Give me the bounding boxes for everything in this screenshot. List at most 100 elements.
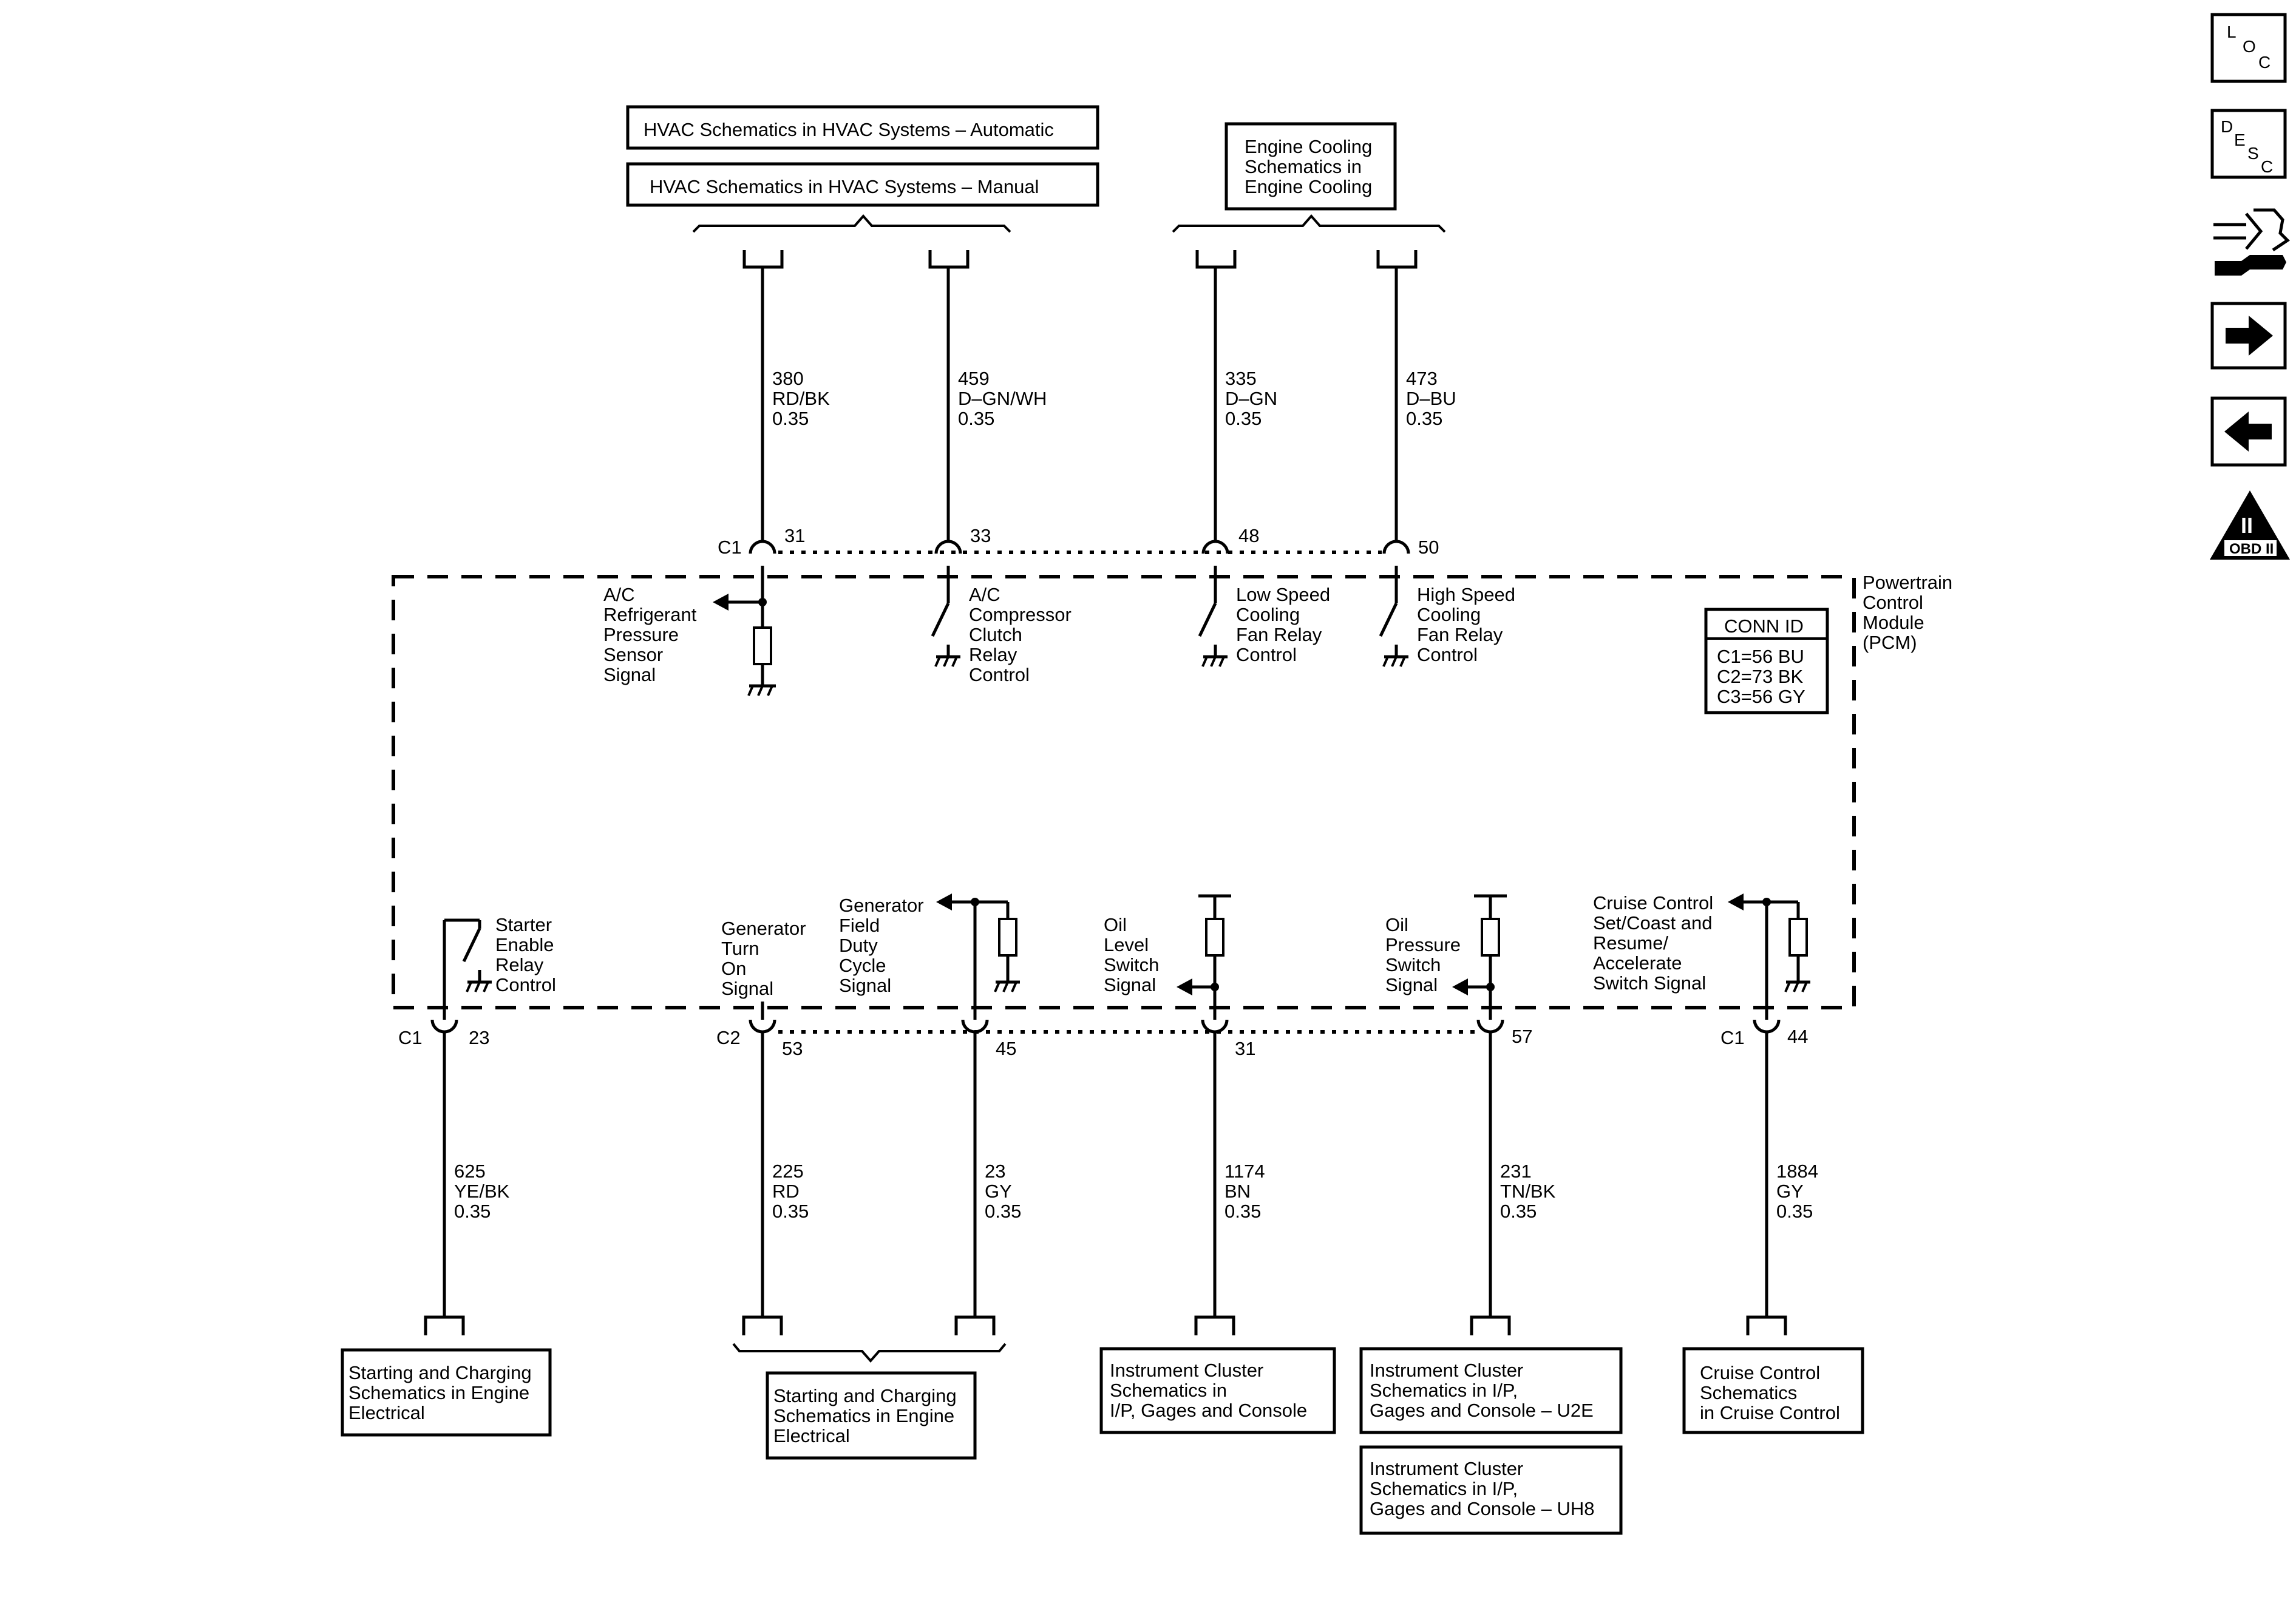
pin-label-50: 50 bbox=[1418, 537, 1439, 558]
terminal-c1-44 bbox=[1753, 1019, 1781, 1034]
wire-label-625: 625 YE/BK 0.35 bbox=[454, 1161, 510, 1222]
wire-label-23: 23 GY 0.35 bbox=[985, 1161, 1021, 1222]
svg-text:625: 625 bbox=[454, 1161, 486, 1182]
conn-id-c1: C1=56 BU bbox=[1717, 646, 1804, 667]
svg-text:1174: 1174 bbox=[1224, 1161, 1265, 1182]
svg-text:Cruise Control: Cruise Control bbox=[1593, 892, 1713, 914]
svg-text:Turn: Turn bbox=[721, 938, 759, 959]
label-low-speed-cooling-fan-relay-control: Low Speed Cooling Fan Relay Control bbox=[1236, 584, 1330, 665]
svg-text:E: E bbox=[2234, 131, 2246, 149]
label-oil-pressure-switch-signal: Oil Pressure Switch Signal bbox=[1385, 914, 1461, 995]
label-generator-field-duty-cycle-signal: Generator Field Duty Cycle Signal bbox=[839, 895, 924, 996]
ref-starting-charging-1[interactable]: Starting and Charging Schematics in Engi… bbox=[341, 1348, 552, 1437]
svg-text:Control: Control bbox=[1236, 644, 1297, 665]
svg-text:Relay: Relay bbox=[495, 954, 544, 975]
svg-text:Instrument Cluster: Instrument Cluster bbox=[1110, 1360, 1263, 1381]
ref-instrument-cluster-uh8[interactable]: Instrument Cluster Schematics in I/P, Ga… bbox=[1359, 1445, 1623, 1535]
svg-text:Cooling: Cooling bbox=[1417, 604, 1481, 625]
terminal-c2-53 bbox=[749, 1019, 776, 1034]
conn-id-title: CONN ID bbox=[1724, 615, 1804, 637]
svg-text:I/P, Gages and Console: I/P, Gages and Console bbox=[1110, 1400, 1307, 1421]
svg-text:225: 225 bbox=[772, 1161, 804, 1182]
connector-label-c1-23: C1 bbox=[398, 1027, 423, 1048]
next-arrow-icon[interactable] bbox=[2210, 302, 2287, 370]
terminal-c1-31 bbox=[749, 540, 776, 554]
svg-text:Set/Coast and: Set/Coast and bbox=[1593, 912, 1712, 934]
svg-text:D–GN/WH: D–GN/WH bbox=[958, 388, 1047, 409]
pcm-module-name: Powertrain Control Module (PCM) bbox=[1863, 572, 1952, 653]
wire-label-225: 225 RD 0.35 bbox=[772, 1161, 809, 1222]
loc-icon[interactable]: L O C bbox=[2210, 13, 2287, 83]
svg-text:Module: Module bbox=[1863, 612, 1924, 633]
wire-end-bottom-1174 bbox=[1194, 1315, 1235, 1335]
label-ac-refrigerant-pressure-sensor-signal: A/C Refrigerant Pressure Sensor Signal bbox=[603, 584, 697, 685]
svg-text:0.35: 0.35 bbox=[958, 408, 994, 429]
svg-text:Refrigerant: Refrigerant bbox=[603, 604, 697, 625]
wire-end-bottom-231 bbox=[1470, 1315, 1511, 1335]
svg-text:TN/BK: TN/BK bbox=[1500, 1181, 1556, 1202]
svg-text:Pressure: Pressure bbox=[1385, 934, 1461, 955]
svg-text:A/C: A/C bbox=[969, 584, 1000, 605]
switch-high-speed-cooling-fan-relay bbox=[1379, 566, 1408, 667]
pin-label-33: 33 bbox=[970, 525, 991, 546]
svg-text:380: 380 bbox=[772, 368, 804, 389]
label-ac-compressor-clutch-relay-control: A/C Compressor Clutch Relay Control bbox=[969, 584, 1072, 685]
svg-text:Generator: Generator bbox=[839, 895, 924, 916]
svg-text:Signal: Signal bbox=[1104, 974, 1156, 995]
svg-text:Starter: Starter bbox=[495, 914, 552, 935]
svg-text:Cycle: Cycle bbox=[839, 955, 886, 976]
svg-text:Fan Relay: Fan Relay bbox=[1236, 624, 1322, 645]
connector-label-c1-44: C1 bbox=[1720, 1027, 1745, 1048]
svg-text:Switch: Switch bbox=[1385, 954, 1441, 975]
svg-text:Starting and Charging: Starting and Charging bbox=[348, 1362, 532, 1383]
conn-id-c2: C2=73 BK bbox=[1717, 666, 1804, 687]
svg-text:473: 473 bbox=[1406, 368, 1438, 389]
svg-text:D–GN: D–GN bbox=[1225, 388, 1277, 409]
brace-starting-charging bbox=[732, 1343, 1007, 1363]
connector-tool-icon[interactable] bbox=[2213, 208, 2290, 276]
ref-cruise-control[interactable]: Cruise Control Schematics in Cruise Cont… bbox=[1682, 1347, 1864, 1434]
svg-text:Schematics in: Schematics in bbox=[1110, 1380, 1227, 1401]
wire-end-bottom-1884 bbox=[1746, 1315, 1787, 1335]
terminal-c1-23 bbox=[430, 1019, 458, 1034]
svg-text:II: II bbox=[2241, 513, 2253, 538]
label-starter-enable-relay-control: Starter Enable Relay Control bbox=[495, 914, 556, 995]
svg-text:231: 231 bbox=[1500, 1161, 1532, 1182]
label-oil-level-switch-signal: Oil Level Switch Signal bbox=[1104, 914, 1159, 995]
ref-instrument-cluster-u2e[interactable]: Instrument Cluster Schematics in I/P, Ga… bbox=[1359, 1347, 1623, 1434]
ref-engine-cooling[interactable]: Engine Cooling Schematics in Engine Cool… bbox=[1224, 122, 1397, 211]
svg-text:Control: Control bbox=[1417, 644, 1478, 665]
previous-arrow-icon[interactable] bbox=[2210, 396, 2287, 467]
svg-text:On: On bbox=[721, 958, 746, 979]
connector-label-c2: C2 bbox=[716, 1027, 741, 1048]
svg-text:C: C bbox=[2261, 157, 2273, 176]
ref-engine-cooling-line2: Schematics in bbox=[1245, 156, 1362, 177]
svg-text:C: C bbox=[2258, 53, 2271, 72]
ref-hvac-automatic[interactable]: HVAC Schematics in HVAC Systems – Automa… bbox=[626, 105, 1099, 150]
ref-instrument-cluster[interactable]: Instrument Cluster Schematics in I/P, Ga… bbox=[1099, 1347, 1336, 1434]
obd-ii-icon[interactable]: II OBD II bbox=[2210, 490, 2290, 560]
svg-text:23: 23 bbox=[985, 1161, 1005, 1182]
svg-text:(PCM): (PCM) bbox=[1863, 632, 1917, 653]
ref-hvac-manual[interactable]: HVAC Schematics in HVAC Systems – Manual bbox=[626, 162, 1099, 207]
svg-text:Schematics in I/P,: Schematics in I/P, bbox=[1370, 1478, 1518, 1499]
pin-label-31-bottom: 31 bbox=[1235, 1038, 1255, 1059]
conn-id-c3: C3=56 GY bbox=[1717, 686, 1805, 707]
connector-label-c1-top: C1 bbox=[718, 537, 742, 558]
desc-icon[interactable]: D E S C bbox=[2210, 109, 2287, 179]
svg-text:0.35: 0.35 bbox=[1406, 408, 1442, 429]
pcm-module-boundary bbox=[392, 575, 1856, 1009]
svg-text:0.35: 0.35 bbox=[1776, 1201, 1813, 1222]
oil-level-switch-circuit bbox=[1177, 894, 1231, 1020]
svg-text:RD/BK: RD/BK bbox=[772, 388, 830, 409]
svg-text:GY: GY bbox=[985, 1181, 1012, 1202]
wire-label-231: 231 TN/BK 0.35 bbox=[1500, 1161, 1556, 1222]
svg-text:Fan Relay: Fan Relay bbox=[1417, 624, 1503, 645]
svg-text:459: 459 bbox=[958, 368, 990, 389]
svg-text:0.35: 0.35 bbox=[1224, 1201, 1261, 1222]
switch-low-speed-cooling-fan-relay bbox=[1198, 566, 1228, 667]
wire-end-bottom-625 bbox=[424, 1315, 465, 1335]
ref-starting-charging-2[interactable]: Starting and Charging Schematics in Engi… bbox=[766, 1371, 977, 1460]
svg-text:Switch Signal: Switch Signal bbox=[1593, 972, 1706, 994]
